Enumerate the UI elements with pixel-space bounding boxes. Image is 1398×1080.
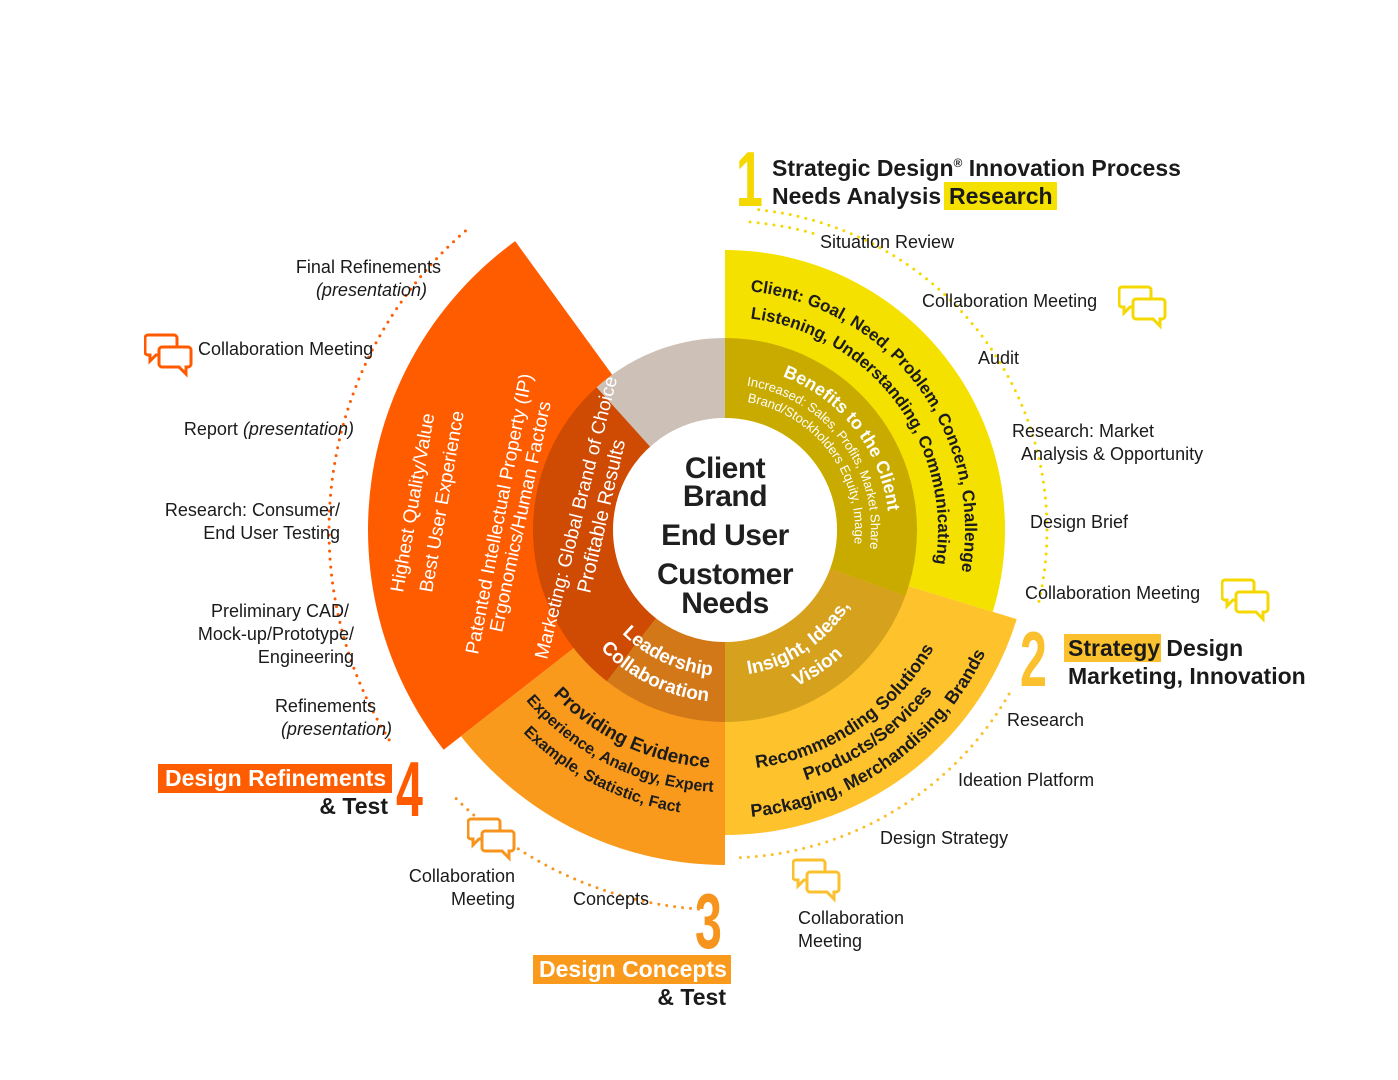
step-final-refinements-presentation: (presentation) [316,280,427,300]
phase1-highlight-label: Research [949,183,1053,209]
phase3-inner-sector[interactable] [606,618,725,722]
step-report: Report (presentation) [184,419,354,439]
phase2-number: 2 [1020,615,1047,703]
phase4-title-line-2: & Test [319,793,388,819]
phase4-inner-sector[interactable] [533,387,657,682]
center-label: Client Brand End User Customer Needs [657,452,794,620]
phase1-title-line-1: Strategic Design® Innovation Process [772,155,1181,181]
phase4-number: 4 [396,745,423,833]
phase3-number: 3 [695,877,722,965]
phase1-inner-sector[interactable] [725,338,917,596]
phase4-highlight-label: Design Refinements [165,765,386,791]
step-collaboration-meeting-5: Collaboration Meeting [198,339,373,359]
phase2-highlight-box [1064,634,1161,662]
step-analysis-opportunity: Analysis & Opportunity [1021,444,1203,464]
step-concepts: Concepts [573,889,649,909]
step-collaboration-meeting-4-line2: Meeting [451,889,515,909]
step-final-refinements: Final Refinements [296,257,441,277]
step-situation-review: Situation Review [820,232,955,252]
step-design-brief: Design Brief [1030,512,1129,532]
speech-bubbles-icon [1221,578,1270,621]
center-line-needs: Needs [681,587,769,620]
step-collaboration-meeting-1: Collaboration Meeting [922,291,1097,311]
step-research-market: Research: Market [1012,421,1154,441]
step-collaboration-meeting-2: Collaboration Meeting [1025,583,1200,603]
step-engineering: Engineering [258,647,354,667]
phase1-title-line-2: Needs Analysis [772,183,941,209]
phase1-highlight-box [944,182,1057,210]
phase2-inner-sector[interactable] [725,568,906,722]
step-end-user-testing: End User Testing [203,523,340,543]
phase4-highlight-box [158,764,392,793]
step-audit: Audit [978,348,1019,368]
phase3-highlight-label: Design Concepts [539,956,727,982]
step-ideation-platform: Ideation Platform [958,770,1094,790]
step-collaboration-meeting-3: Collaboration [798,908,904,928]
speech-bubbles-icon [1118,285,1167,328]
speech-bubbles-icon [144,333,193,376]
phase1-header-connector [748,220,817,236]
phase2-title-line-2: Marketing, Innovation [1068,663,1306,689]
phase3-highlight-box [533,955,731,984]
step-collaboration-meeting-4: Collaboration [409,866,515,886]
speech-bubbles-icon [467,817,516,860]
center-line-client: Client [685,452,766,485]
center-line-customer: Customer [657,558,794,591]
step-refinements-presentation: (presentation) [281,719,392,739]
center-circle [613,418,837,642]
step-design-strategy: Design Strategy [880,828,1008,848]
phase3-title-line-2: & Test [657,984,726,1010]
center-line-end-user: End User [661,519,790,552]
speech-bubbles-icon [792,858,841,901]
step-preliminary-cad: Preliminary CAD/ [211,601,349,621]
step-research-consumer: Research: Consumer/ [165,500,340,520]
step-mockup-prototype: Mock-up/Prototype/ [198,624,354,644]
phase2-title-line-1: Strategy Design [1068,635,1243,661]
neutral-inner-sector [596,338,725,447]
step-collaboration-meeting-3-line2: Meeting [798,931,862,951]
phase1-number: 1 [736,135,763,223]
center-line-brand: Brand [683,480,767,513]
step-research: Research [1007,710,1084,730]
step-refinements: Refinements [275,696,376,716]
